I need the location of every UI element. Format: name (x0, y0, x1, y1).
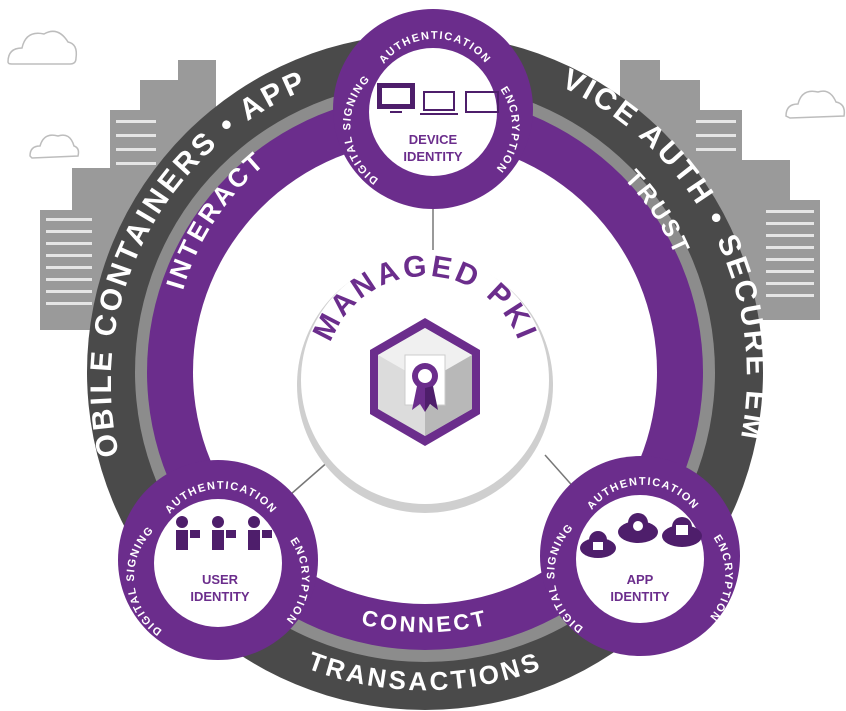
device-identity-node: AUTHENTICATION DIGITAL SIGNING ENCRYPTIO… (333, 9, 533, 209)
device-line1: DEVICE (409, 132, 458, 147)
building-windows-right (696, 120, 814, 297)
cloud-icon (7, 30, 78, 65)
cloud-icon (29, 134, 80, 159)
cloud-icon (785, 90, 846, 119)
certificate-ribbon-icon (370, 318, 480, 446)
devices-icon (377, 83, 499, 115)
cloud-apps-icon (580, 513, 702, 558)
app-line1: APP (627, 572, 654, 587)
building-windows-left (46, 120, 156, 305)
device-line2: IDENTITY (403, 149, 463, 164)
user-identity-node: AUTHENTICATION DIGITAL SIGNING ENCRYPTIO… (118, 460, 318, 660)
app-line2: IDENTITY (610, 589, 670, 604)
app-identity-node: AUTHENTICATION DIGITAL SIGNING ENCRYPTIO… (540, 456, 740, 656)
user-line1: USER (202, 572, 239, 587)
users-at-computers-icon (176, 516, 272, 550)
user-line2: IDENTITY (190, 589, 250, 604)
